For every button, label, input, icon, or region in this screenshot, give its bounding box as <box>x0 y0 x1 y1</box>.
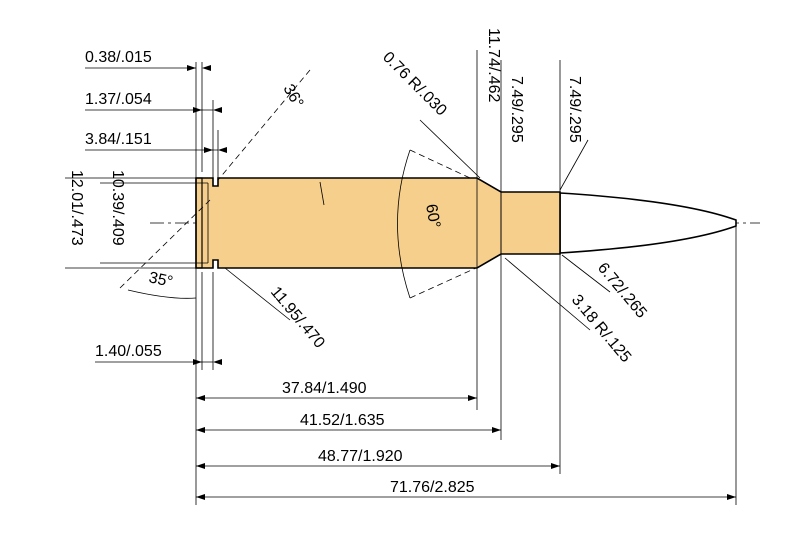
label-rim-thickness: 0.38/.015 <box>85 49 152 66</box>
leader-ogive-radius <box>504 257 591 331</box>
arrowhead <box>196 427 205 433</box>
arrowhead <box>727 494 736 500</box>
angle-35-arc <box>127 289 197 299</box>
label-shoulder-angle: 60° <box>422 203 443 230</box>
leader-bullet-diameter <box>561 254 611 293</box>
arrowhead <box>187 65 196 71</box>
label-neck-radius: 0.76 R/.030 <box>379 49 450 120</box>
taper-marker <box>319 181 325 206</box>
angle-36-guide <box>217 69 311 181</box>
leader-neck-diameter <box>559 139 589 191</box>
label-length-neck: 41.52/1.635 <box>300 412 385 429</box>
angle-60-arc <box>397 149 411 299</box>
case-body <box>195 177 561 269</box>
arrowhead <box>551 463 560 469</box>
label-groove-diameter: 10.39/.409 <box>109 170 126 246</box>
angle-35-guide <box>119 199 211 289</box>
label-rim-bevel-angle: 35° <box>147 269 174 291</box>
arrowhead <box>196 395 205 401</box>
label-shoulder-diameter: 11.74/.462 <box>485 28 502 103</box>
arrowhead <box>193 359 202 365</box>
bullet <box>559 192 737 254</box>
label-bullet-diameter: 6.72/.265 <box>594 260 650 322</box>
arrowhead <box>196 494 205 500</box>
angle-60-guide-top <box>409 149 471 179</box>
leader-neck-radius <box>419 119 481 179</box>
label-angle-36: 36° <box>280 82 307 111</box>
arrowhead <box>204 147 213 153</box>
label-base-diameter: 11.95/.470 <box>267 284 328 352</box>
angle-60-guide-bottom <box>409 267 477 299</box>
label-rim-width: 1.40/.055 <box>95 343 162 360</box>
label-length-shoulder: 37.84/1.490 <box>282 380 367 397</box>
label-groove-to-body: 3.84/.151 <box>85 131 152 148</box>
arrowhead <box>492 427 501 433</box>
label-neck-diameter-a: 7.49/.295 <box>508 76 525 143</box>
arrowhead <box>193 107 202 113</box>
arrowhead <box>213 359 222 365</box>
arrowhead <box>468 395 477 401</box>
label-neck-diameter-b: 7.49/.295 <box>566 76 583 143</box>
label-extractor-groove: 1.37/.054 <box>85 91 152 108</box>
label-rim-diameter: 12.01/.473 <box>68 170 85 246</box>
arrowhead <box>202 65 211 71</box>
arrowhead <box>213 107 222 113</box>
label-case-length: 48.77/1.920 <box>318 448 403 465</box>
arrowhead <box>218 147 227 153</box>
label-overall-length: 71.76/2.825 <box>390 479 475 496</box>
arrowhead <box>196 463 205 469</box>
leader-base-diameter <box>224 267 291 321</box>
